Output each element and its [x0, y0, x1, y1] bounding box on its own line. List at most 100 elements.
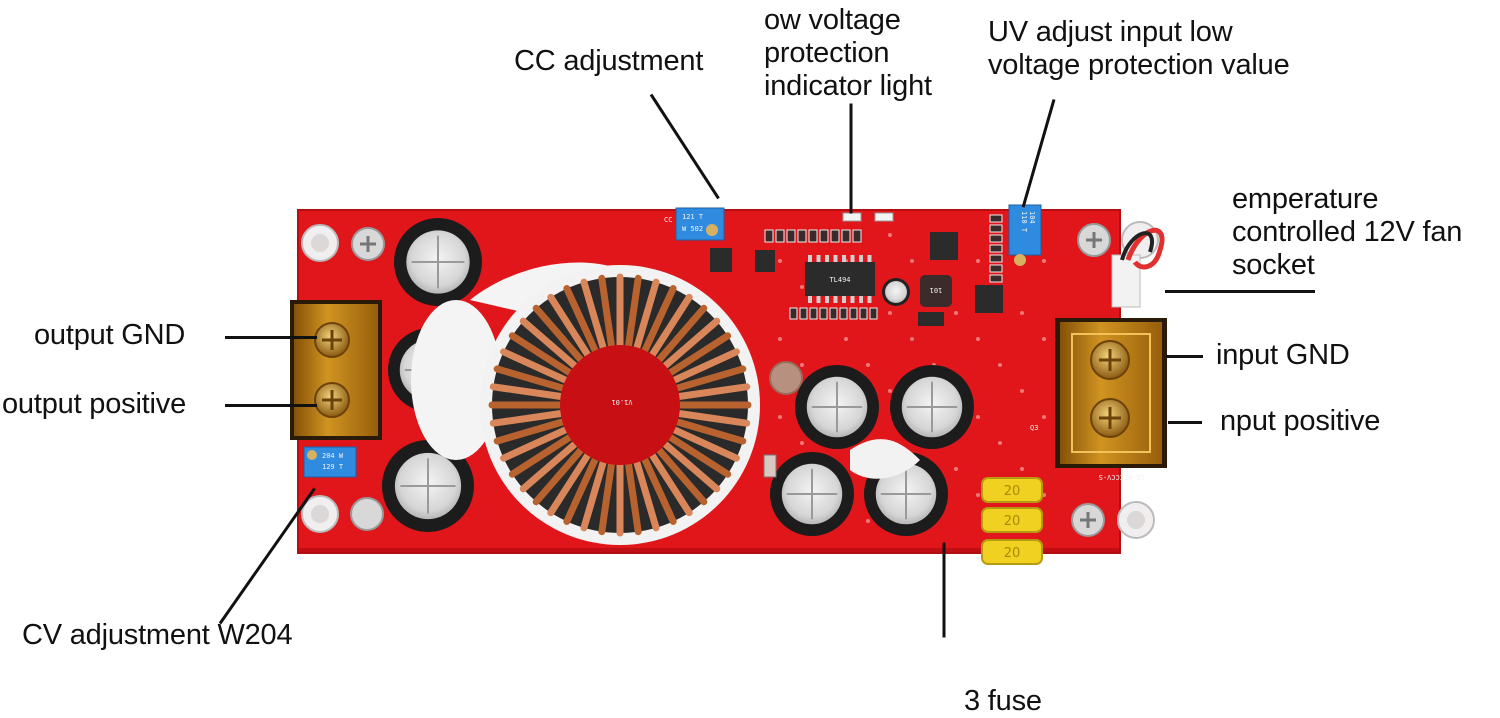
ic-pin — [808, 296, 812, 303]
copper-winding — [672, 365, 747, 393]
copper-winding — [673, 409, 751, 427]
leader-output-gnd — [225, 336, 317, 339]
smd-resistor — [830, 229, 840, 243]
smd-resistor — [808, 229, 818, 243]
smd-resistor — [819, 229, 829, 243]
copper-winding — [598, 274, 616, 352]
via — [998, 441, 1002, 445]
smd-resistor — [989, 254, 1003, 263]
smd-resistor — [764, 229, 774, 243]
via — [910, 259, 914, 263]
via — [800, 285, 804, 289]
via — [888, 389, 892, 393]
copper-winding — [598, 458, 616, 536]
electrolytic-capacitor — [890, 365, 974, 449]
input-terminal-block — [1055, 318, 1167, 468]
ic-pin — [850, 296, 855, 303]
label-fuse: 3 fuse — [964, 685, 1042, 717]
copper-winding — [654, 445, 708, 506]
copper-winding — [647, 293, 693, 360]
copper-winding — [647, 450, 693, 517]
smd-resistor — [829, 307, 838, 320]
ic-pin — [867, 296, 872, 303]
smd-resistor — [989, 214, 1003, 223]
label-uv-adjust: UV adjust input low voltage protection v… — [988, 16, 1290, 82]
label-output-gnd: output GND — [34, 319, 186, 351]
uv-potentiometer: 104 110 T — [1008, 204, 1042, 266]
copper-winding — [563, 285, 600, 356]
screws — [350, 223, 1111, 537]
via — [778, 337, 782, 341]
smd-parts — [710, 214, 1003, 478]
copper-winding — [547, 293, 593, 360]
copper-winding — [508, 332, 575, 378]
ic-pin — [816, 255, 821, 262]
via — [866, 363, 870, 367]
svg-text:Q3: Q3 — [1030, 424, 1038, 432]
electrolytic-capacitor — [394, 218, 482, 306]
smd-resistor — [852, 229, 862, 243]
capacitors-center — [770, 365, 974, 536]
via — [844, 337, 848, 341]
smd-resistor — [797, 229, 807, 243]
label-fan-socket: emperature controlled 12V fan socket — [1232, 183, 1462, 282]
indicator-led — [842, 212, 862, 222]
via — [778, 259, 782, 263]
smd-resistor — [989, 244, 1003, 253]
capacitor-c19 — [763, 454, 777, 478]
smd-resistor — [869, 307, 878, 320]
via — [1042, 415, 1046, 419]
ic-pin — [816, 296, 821, 303]
via — [976, 337, 980, 341]
svg-text:CC: CC — [664, 216, 672, 224]
copper-winding — [563, 454, 600, 525]
copper-winding — [519, 439, 580, 493]
copper-winding — [580, 278, 608, 353]
via — [954, 467, 958, 471]
copper-winding — [640, 454, 677, 525]
smd-resistor — [849, 307, 858, 320]
ic-pin — [833, 255, 838, 262]
label-line: indicator light — [764, 70, 932, 102]
svg-text:W 502: W 502 — [682, 225, 703, 233]
via — [976, 415, 980, 419]
ic-pin — [825, 255, 829, 262]
label-output-positive: output positive — [2, 388, 187, 420]
copper-winding — [519, 317, 580, 371]
ic-pin — [833, 296, 838, 303]
copper-winding — [632, 457, 660, 532]
svg-text:TL494: TL494 — [829, 276, 850, 284]
transistor-q3 — [710, 248, 732, 272]
copper-winding — [500, 425, 571, 462]
copper-winding — [669, 348, 740, 385]
svg-text:129 T: 129 T — [322, 463, 344, 471]
glue — [850, 439, 920, 479]
electrolytic-capacitor — [795, 365, 879, 449]
leader-input-gnd — [1166, 355, 1203, 358]
copper-winding — [489, 383, 567, 401]
copper-winding — [640, 285, 677, 356]
fan-socket — [1111, 227, 1165, 308]
copper-winding — [654, 304, 708, 365]
blade-fuse: 20 — [981, 539, 1043, 565]
via — [1020, 311, 1024, 315]
cc-potentiometer: 121 T W 502 — [675, 207, 725, 241]
copper-winding — [660, 439, 721, 493]
copper-winding — [632, 278, 660, 353]
label-line: socket — [1232, 249, 1315, 281]
copper-winding — [489, 409, 567, 427]
svg-text:V1.01: V1.01 — [611, 398, 632, 406]
smd-resistor — [775, 229, 785, 243]
ic-pin — [842, 255, 846, 262]
ic-pin — [859, 255, 863, 262]
via — [1042, 337, 1046, 341]
copper-winding — [493, 365, 568, 393]
via — [800, 441, 804, 445]
label-line: UV adjust input low — [988, 16, 1233, 48]
copper-winding — [493, 417, 568, 445]
copper-winding — [500, 348, 571, 385]
via — [976, 493, 980, 497]
leader-fuse — [942, 542, 946, 638]
label-low-voltage-indicator: ow voltage protection indicator light — [764, 4, 932, 103]
